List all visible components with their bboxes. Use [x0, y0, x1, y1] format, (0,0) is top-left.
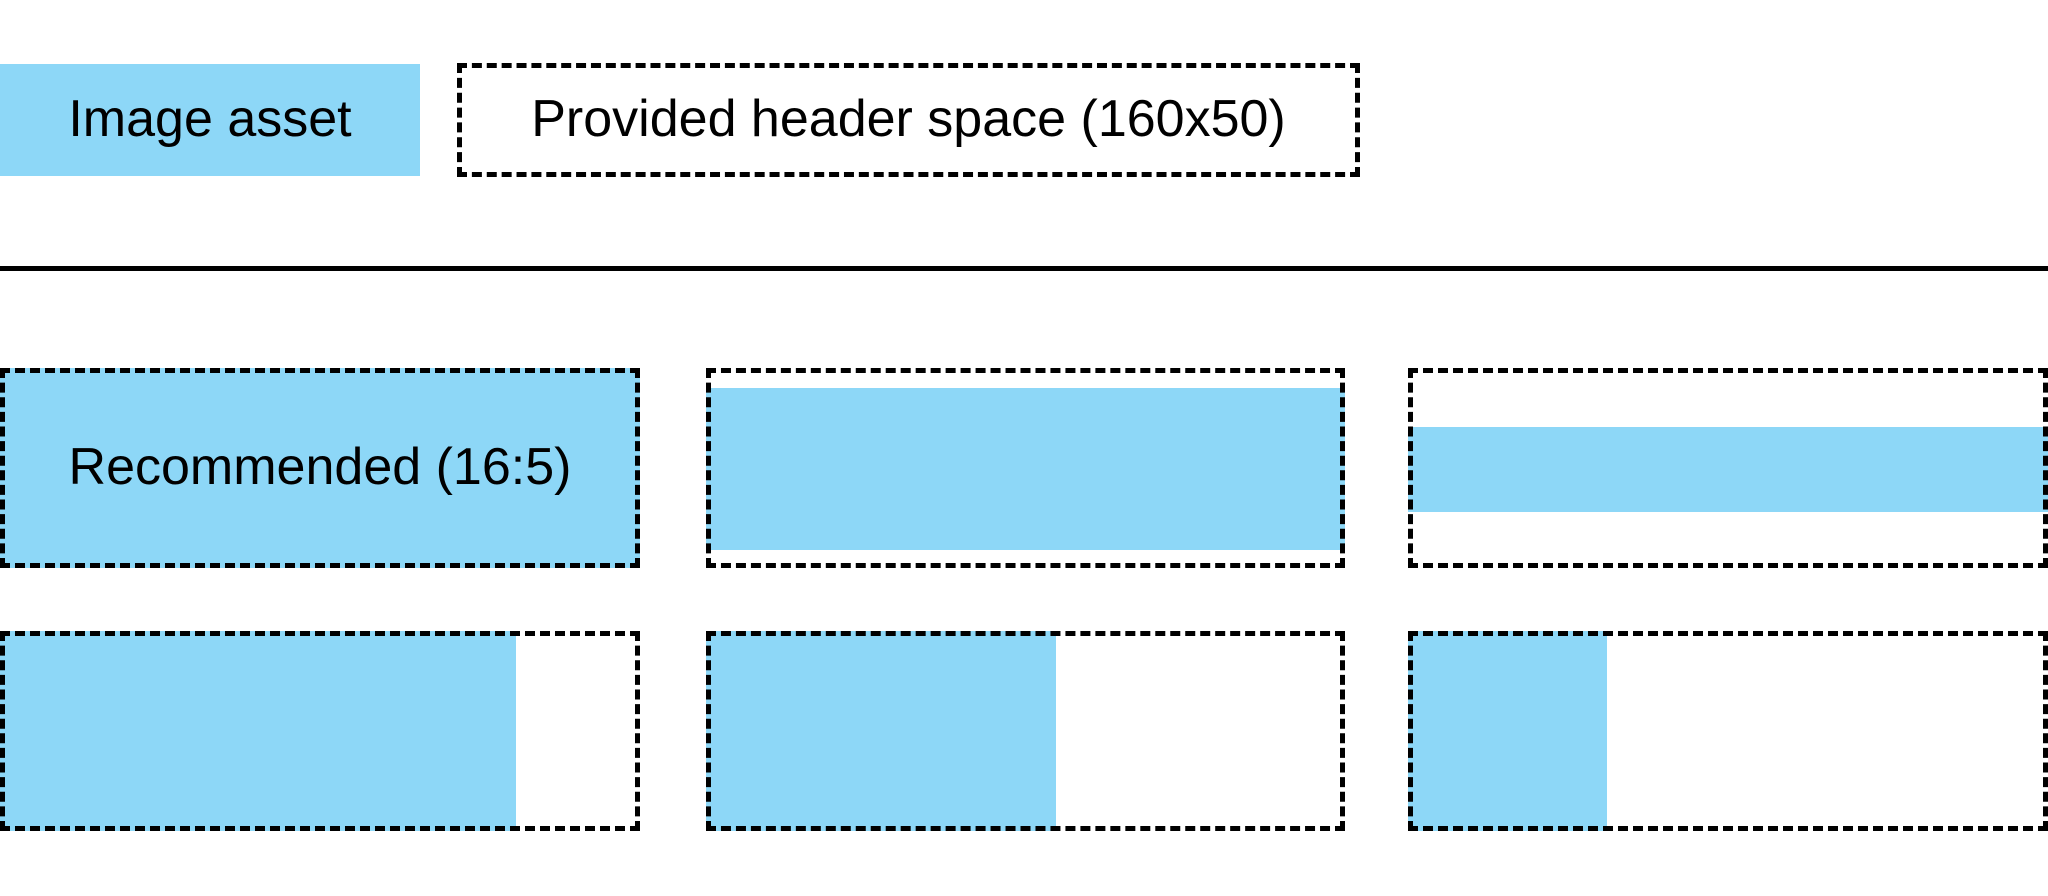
image-asset-fill: [1408, 427, 2048, 512]
recommended-label: Recommended (16:5): [68, 438, 572, 497]
example-box-recommended-16-5: Recommended (16:5): [0, 368, 640, 568]
image-asset-fill: [706, 631, 1056, 831]
provided-header-space-box: Provided header space (160x50): [457, 63, 1360, 177]
image-asset-fill: [0, 368, 640, 568]
section-divider: [0, 266, 2048, 271]
example-box-narrow-asset-left: [1408, 631, 2048, 831]
image-asset-label: Image asset: [68, 90, 352, 149]
example-box-tall-asset-left: [0, 631, 640, 831]
example-box-wide-asset-centered: [706, 368, 1345, 568]
image-asset-fill: [0, 631, 516, 831]
example-box-extra-wide-asset-centered: [1408, 368, 2048, 568]
image-asset-fill: [706, 388, 1345, 550]
image-asset-legend-swatch: Image asset: [0, 64, 420, 176]
example-box-taller-asset-left: [706, 631, 1345, 831]
provided-header-space-label: Provided header space (160x50): [531, 90, 1286, 149]
image-asset-fill: [1408, 631, 1607, 831]
